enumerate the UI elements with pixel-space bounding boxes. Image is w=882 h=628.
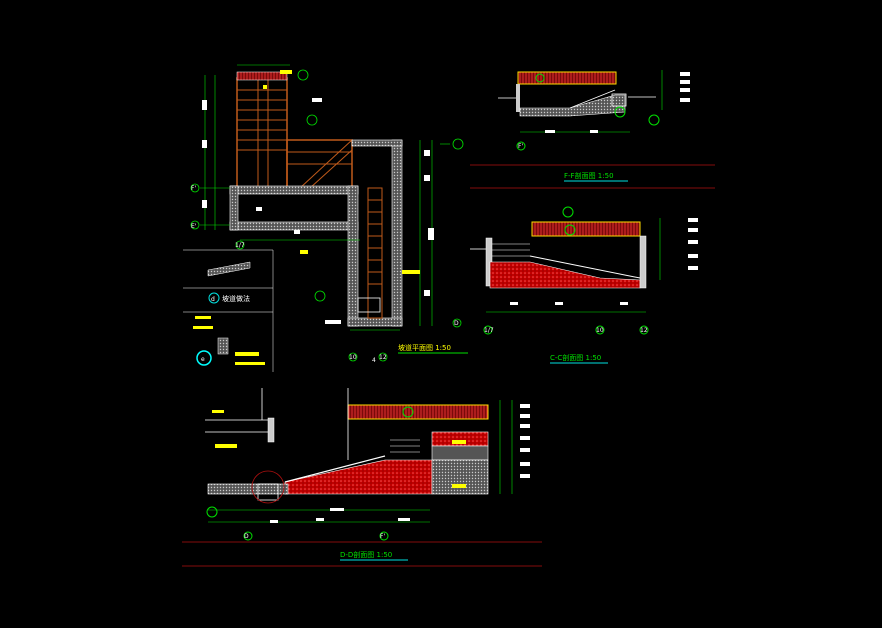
detail-marker-e: e: [201, 356, 205, 363]
ff-axis-f: F': [518, 143, 523, 150]
plan-axis-d: D: [454, 320, 459, 327]
plan-axis-10: 10: [349, 354, 357, 361]
section-ff: F' F-F剖面图 1:50: [470, 70, 715, 189]
detail-note: 坡道做法: [222, 294, 250, 303]
plan-axis-f: F': [191, 185, 196, 192]
plan-title: 坡道平面图 1:50: [398, 343, 451, 352]
dd-axis-f: F': [380, 533, 385, 540]
dd-title: D-D剖面图 1:50: [340, 550, 392, 559]
plan-axis-17: 1/7: [235, 242, 245, 249]
plan-axis-12: 12: [379, 354, 387, 361]
section-cc: 1/7 10 12 C-C剖面图 1:50: [470, 206, 698, 364]
plan-axis-4: 4: [372, 357, 376, 364]
cc-axis-12: 12: [640, 327, 648, 334]
section-dd: D F' D-D剖面图 1:50: [182, 388, 542, 567]
ramp-detail: d 坡道做法 e: [183, 249, 274, 372]
plan-axis-e: E': [191, 223, 197, 230]
detail-marker-d: d: [211, 296, 215, 303]
cc-title: C-C剖面图 1:50: [550, 353, 601, 362]
dd-axis-d: D: [244, 533, 249, 540]
cc-axis-17: 1/7: [484, 327, 494, 334]
ramp-plan: F' E' 1/7 D 10 12 4 坡道平面图 1:50: [190, 64, 468, 364]
cc-axis-10: 10: [596, 327, 604, 334]
ff-title: F-F剖面图 1:50: [564, 171, 614, 180]
